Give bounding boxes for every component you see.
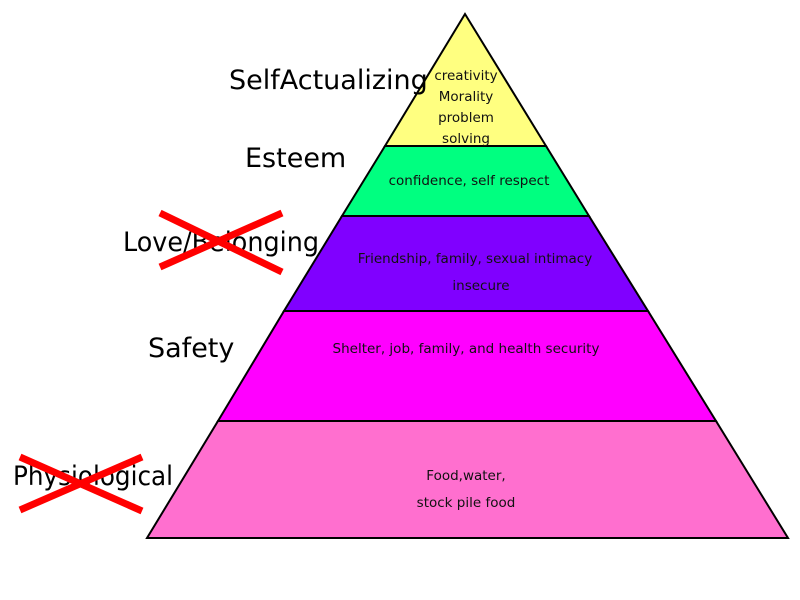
label-safety: Safety <box>148 333 234 364</box>
self-actualizing-line: Morality <box>439 89 494 105</box>
cross-out-physiological-icon <box>18 453 144 515</box>
self-actualizing-line: problem <box>438 110 494 126</box>
love-belonging-line: Friendship, family, sexual intimacy <box>358 251 592 267</box>
label-esteem: Esteem <box>245 143 346 174</box>
cross-out-love-belonging-icon <box>158 209 284 276</box>
physiological-line: stock pile food <box>417 495 516 511</box>
label-self-actualizing: SelfActualizing <box>229 65 428 96</box>
physiological-line: Food,water, <box>426 468 505 484</box>
level-physiological <box>145 420 790 539</box>
esteem-line: confidence, self respect <box>389 173 550 189</box>
level-safety <box>216 310 718 422</box>
safety-line: Shelter, job, family, and health securit… <box>333 341 600 357</box>
self-actualizing-line: creativity <box>434 68 497 84</box>
love-belonging-line: insecure <box>452 278 509 294</box>
self-actualizing-line: solving <box>442 131 490 147</box>
